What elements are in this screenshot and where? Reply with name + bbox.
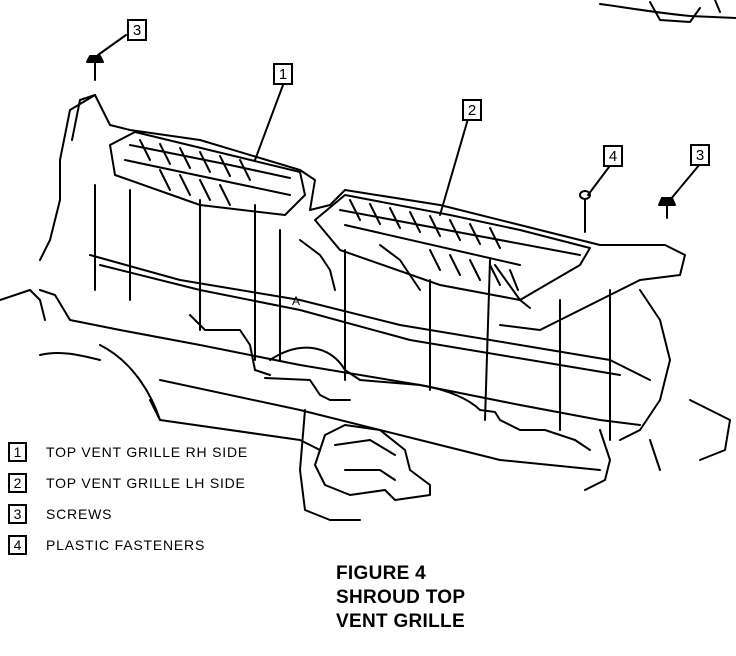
- legend-label: TOP VENT GRILLE LH SIDE: [46, 475, 246, 491]
- figure-caption: FIGURE 4 SHROUD TOP VENT GRILLE: [336, 562, 465, 634]
- wiper-motor: [314, 424, 431, 501]
- callout-3-left: 3: [127, 19, 147, 41]
- legend: 1 TOP VENT GRILLE RH SIDE 2 TOP VENT GRI…: [8, 440, 248, 564]
- hose: [189, 314, 591, 451]
- caption-line-3: VENT GRILLE: [336, 611, 465, 632]
- legend-number-box: 1: [8, 442, 27, 462]
- callout-3-left-label: 3: [132, 21, 142, 39]
- callout-4: 4: [603, 145, 623, 167]
- legend-number-box: 2: [8, 473, 27, 493]
- caption-line-1: FIGURE 4: [336, 563, 427, 584]
- callout-3-right-label: 3: [695, 146, 705, 164]
- lh-grille: [314, 194, 591, 301]
- callout-2: 2: [462, 99, 482, 121]
- callout-2-label: 2: [467, 101, 477, 119]
- callout-4-label: 4: [608, 147, 618, 165]
- screw-icon: [86, 55, 104, 81]
- legend-number-box: 3: [8, 504, 27, 524]
- legend-number-box: 4: [8, 535, 27, 555]
- legend-item: 4 PLASTIC FASTENERS: [8, 533, 248, 557]
- shroud-outline: [59, 94, 686, 331]
- caption-line-2: SHROUD TOP: [336, 587, 466, 608]
- plastic-fastener-icon: [579, 190, 591, 233]
- callout-1: 1: [273, 63, 293, 85]
- legend-label: TOP VENT GRILLE RH SIDE: [46, 444, 249, 460]
- callout-1-label: 1: [278, 65, 288, 83]
- legend-item: 1 TOP VENT GRILLE RH SIDE: [8, 440, 248, 464]
- legend-item: 3 SCREWS: [8, 502, 248, 526]
- view-letter: A: [292, 294, 300, 308]
- rh-grille: [109, 131, 306, 216]
- corner-fragment: [599, 0, 736, 23]
- legend-label: SCREWS: [46, 506, 113, 522]
- screw-icon: [658, 197, 676, 219]
- legend-item: 2 TOP VENT GRILLE LH SIDE: [8, 471, 248, 495]
- legend-label: PLASTIC FASTENERS: [46, 537, 206, 553]
- callout-3-right: 3: [690, 144, 710, 166]
